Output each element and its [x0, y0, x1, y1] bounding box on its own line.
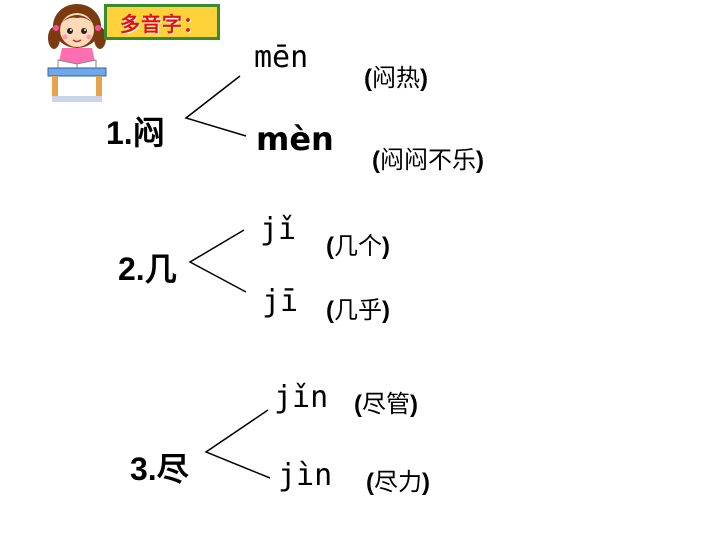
item-2-label: 2.几 [118, 251, 177, 287]
section-title-badge: 多音字： [104, 4, 220, 40]
item-3-reading-2-word-text: 尽力 [374, 468, 422, 496]
item-3-reading-1-word-text: 尽管 [362, 390, 410, 418]
item-1-reading-1-word: (闷热) [364, 64, 428, 92]
item-1-reading-2-pinyin: mèn [256, 120, 334, 158]
item-2-reading-1-word: (几个) [326, 232, 390, 260]
item-2-reading-2-word: (几乎) [326, 296, 390, 324]
item-1-label: 1.闷 [106, 115, 165, 151]
item-3-reading-2-pinyin: jìn [278, 458, 333, 493]
item-2-reading-1-pinyin: jǐ [260, 212, 297, 247]
item-1-reading-1-word-text: 闷热 [372, 64, 420, 92]
item-3-reading-2-word: (尽力) [366, 468, 430, 496]
item-1-reading-2-word-text: 闷闷不乐 [380, 146, 476, 174]
item-3-reading-1-word: (尽管) [354, 390, 418, 418]
item-2-reading-1-word-text: 几个 [334, 232, 382, 260]
item-3-label: 3.尽 [130, 451, 189, 487]
section-title: 多音字： [120, 11, 204, 36]
item-1-reading-1-pinyin: mēn [254, 40, 309, 75]
item-2-reading-2-word-text: 几乎 [334, 296, 382, 324]
student-illustration [47, 4, 107, 102]
item-3-reading-1-pinyin: jǐn [274, 380, 329, 415]
item-2-reading-2-pinyin: jī [262, 284, 299, 319]
item-1-reading-2-word: (闷闷不乐) [372, 146, 484, 174]
